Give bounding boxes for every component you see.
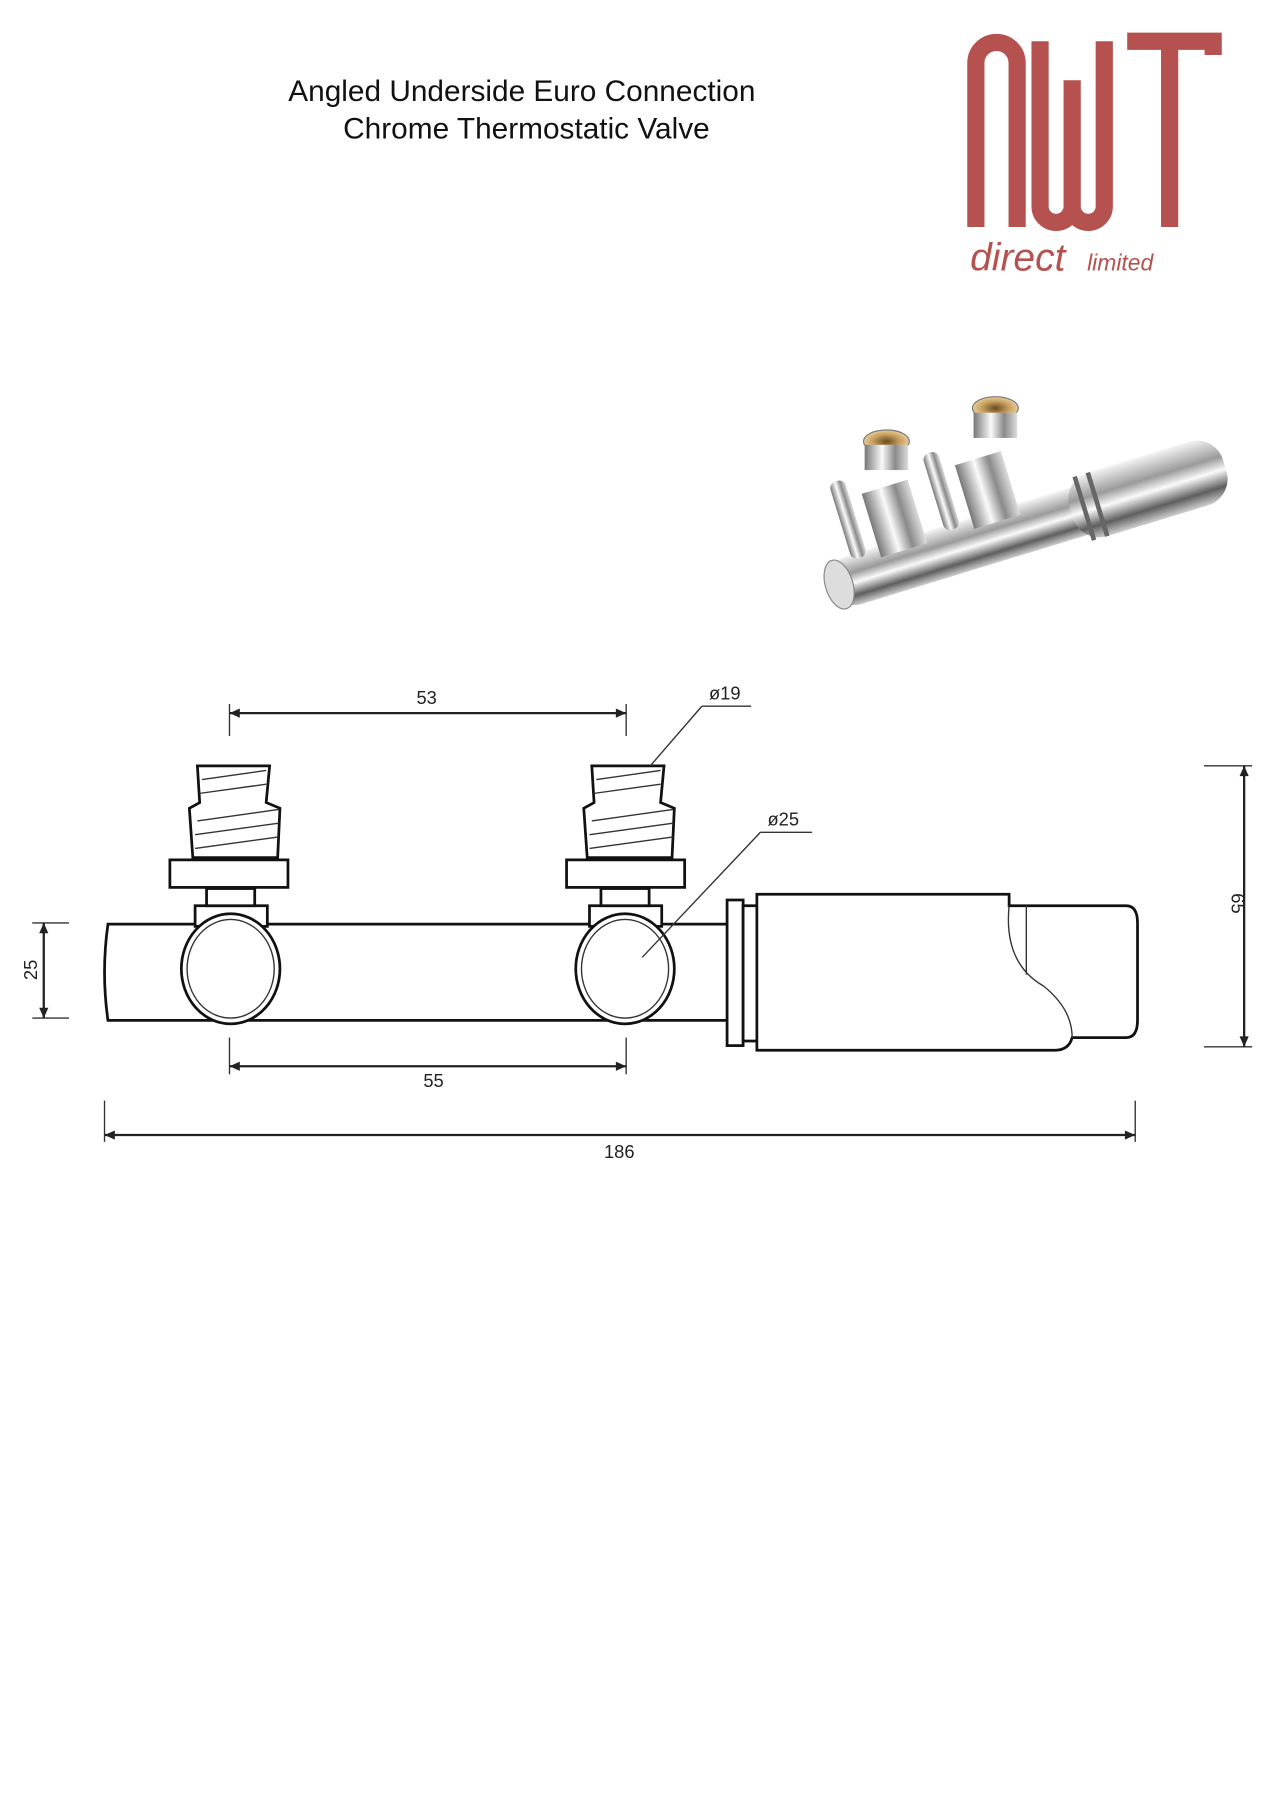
dim-overall-length: 186 bbox=[604, 1141, 635, 1162]
dim-overall-height: 65 bbox=[1228, 893, 1249, 913]
logo-word-direct: direct bbox=[970, 237, 1067, 280]
dim-thread-diameter: ø19 bbox=[709, 682, 741, 703]
dimension-55: 55 bbox=[228, 1037, 627, 1091]
dim-pipe-spacing-top: 53 bbox=[416, 687, 436, 708]
title-line-1: Angled Underside Euro Connection bbox=[288, 75, 755, 108]
right-port bbox=[565, 764, 687, 1026]
title-line-2: Chrome Thermostatic Valve bbox=[343, 113, 710, 146]
dim-body-height: 25 bbox=[20, 960, 41, 980]
dimension-186: 186 bbox=[103, 1100, 1136, 1162]
dimension-65: 65 bbox=[1204, 765, 1253, 1048]
logo-word-limited: limited bbox=[1087, 250, 1154, 276]
dim-body-diameter: ø25 bbox=[767, 808, 799, 829]
nwt-direct-logo: direct limited bbox=[967, 32, 1222, 280]
thermostatic-head bbox=[725, 892, 1139, 1052]
dimension-body-diameter: ø25 bbox=[641, 808, 812, 958]
dim-pipe-spacing-bottom: 55 bbox=[423, 1070, 443, 1091]
dimension-25: 25 bbox=[20, 922, 69, 1019]
chrome-thermostatic-valve-photo bbox=[823, 396, 1228, 610]
left-port bbox=[168, 764, 290, 1026]
dimension-thread-diameter: ø19 bbox=[649, 682, 752, 767]
dimension-53: 53 bbox=[228, 687, 627, 737]
valve-technical-drawing: 53 ø19 ø25 25 55 bbox=[20, 682, 1253, 1162]
